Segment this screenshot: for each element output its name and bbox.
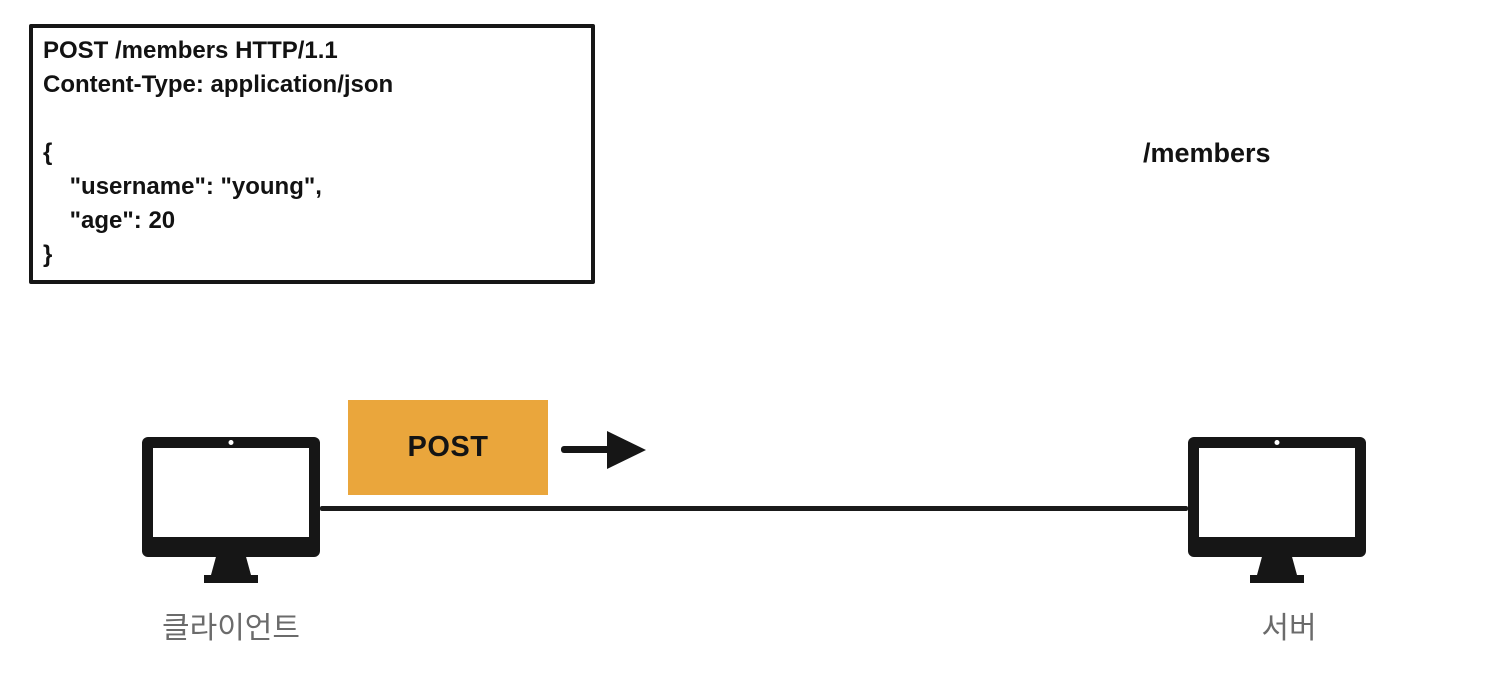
- post-method-label: POST: [407, 431, 489, 463]
- post-method-badge: POST: [348, 400, 548, 495]
- client-monitor-icon: [142, 437, 320, 585]
- request-body-open-brace: {: [43, 139, 53, 166]
- request-content-type-header: Content-Type: application/json: [43, 71, 394, 98]
- request-body-username-field: "username": "young",: [43, 173, 322, 200]
- server-monitor-screen: [1199, 448, 1355, 537]
- request-start-line: POST /members HTTP/1.1: [43, 37, 338, 64]
- endpoint-path-label: /members: [1143, 138, 1271, 168]
- server-monitor-stand: [1257, 556, 1297, 575]
- request-arrow-head-icon: [607, 431, 646, 469]
- request-blank-line: [43, 102, 581, 136]
- client-server-connection-line: [320, 506, 1188, 511]
- client-monitor-camera-dot: [228, 440, 234, 445]
- client-monitor-stand: [211, 556, 251, 575]
- http-request-box: POST /members HTTP/1.1 Content-Type: app…: [29, 24, 595, 284]
- request-body-age-field: "age": 20: [43, 207, 176, 234]
- server-label: 서버: [1261, 612, 1317, 645]
- server-monitor-icon: [1188, 437, 1366, 585]
- request-arrow-shaft: [561, 446, 614, 453]
- client-label: 클라이언트: [162, 612, 300, 645]
- client-monitor-screen: [153, 448, 309, 537]
- server-monitor-camera-dot: [1274, 440, 1280, 445]
- request-body-close-brace: }: [43, 241, 53, 268]
- client-monitor-stand-base: [204, 575, 258, 583]
- server-monitor-stand-base: [1250, 575, 1304, 583]
